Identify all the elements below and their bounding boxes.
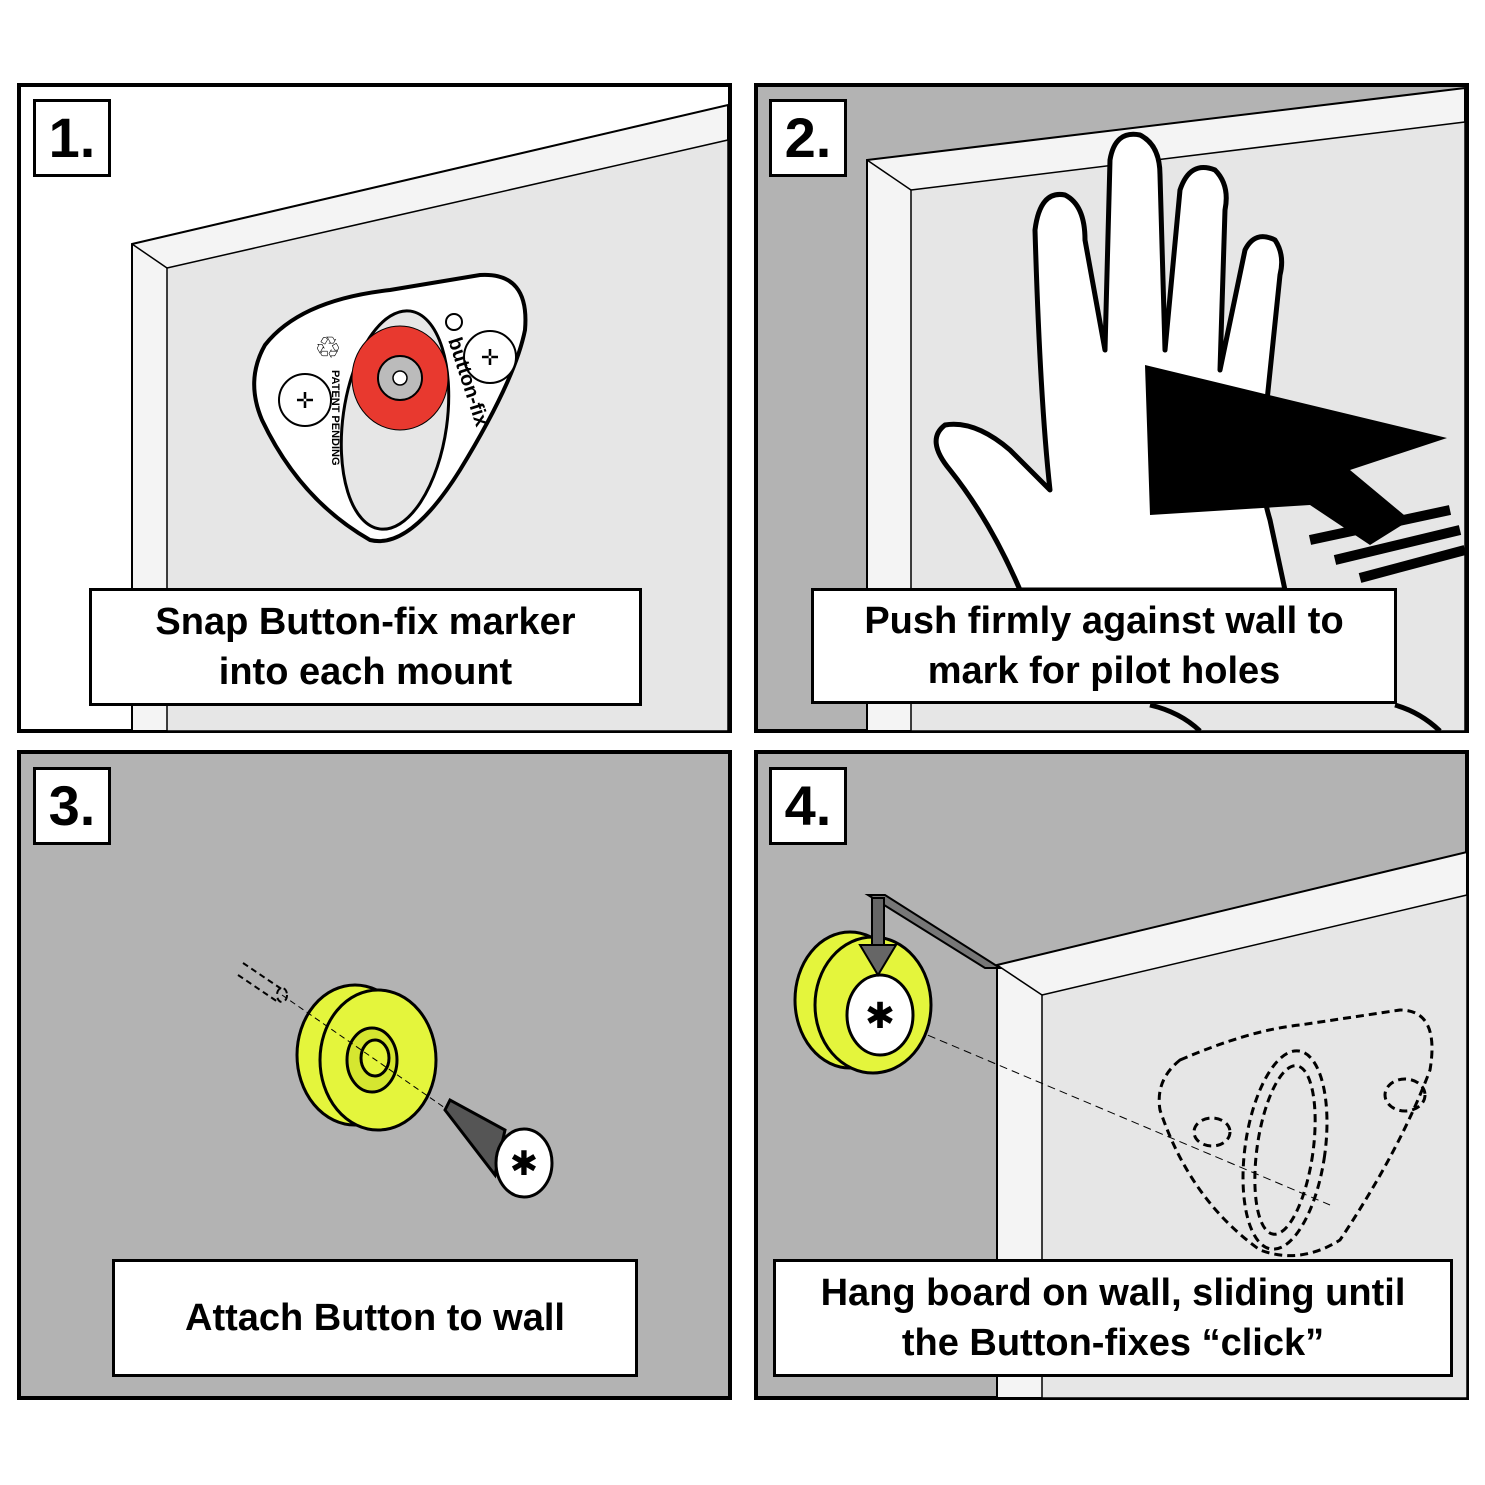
screw-illustration: ✱ xyxy=(443,1097,554,1199)
step-4-caption: Hang board on wall, sliding until the Bu… xyxy=(773,1259,1453,1377)
button-illustration xyxy=(295,983,438,1132)
step-number-3: 3. xyxy=(33,767,111,845)
step-number-4: 4. xyxy=(769,767,847,845)
caption-line: Hang board on wall, sliding until xyxy=(820,1272,1406,1314)
step-number-1: 1. xyxy=(33,99,111,177)
slide-down-arrow-icon xyxy=(858,897,898,977)
step-number-2: 2. xyxy=(769,99,847,177)
caption-line: Attach Button to wall xyxy=(185,1297,565,1339)
panel-1-art: ✛ ✛ button-fix PATENT PENDING ♲ xyxy=(17,83,732,733)
svg-text:✛: ✛ xyxy=(481,346,499,371)
svg-text:✱: ✱ xyxy=(865,996,895,1037)
button-with-screw: ✱ xyxy=(793,930,933,1075)
caption-line: the Button-fixes “click” xyxy=(901,1322,1325,1364)
caption-line: Push firmly against wall to xyxy=(864,600,1344,642)
pilot-hole xyxy=(237,962,288,1003)
push-arrow-icon xyxy=(1145,365,1467,583)
step-2-caption: Push firmly against wall to mark for pil… xyxy=(811,588,1397,704)
mount-with-marker: ✛ ✛ button-fix PATENT PENDING ♲ xyxy=(252,272,528,544)
mount-label: PATENT PENDING xyxy=(329,370,341,466)
caption-line: into each mount xyxy=(218,651,513,693)
svg-text:♲: ♲ xyxy=(315,331,342,366)
svg-text:✱: ✱ xyxy=(510,1144,539,1184)
caption-line: mark for pilot holes xyxy=(927,650,1281,692)
caption-line: Snap Button-fix marker xyxy=(155,601,576,643)
step-3-caption: Attach Button to wall xyxy=(112,1259,638,1377)
step-1-caption: Snap Button-fix marker into each mount xyxy=(89,588,642,706)
svg-text:✛: ✛ xyxy=(296,389,314,414)
hidden-mount-outline xyxy=(1157,1008,1434,1258)
